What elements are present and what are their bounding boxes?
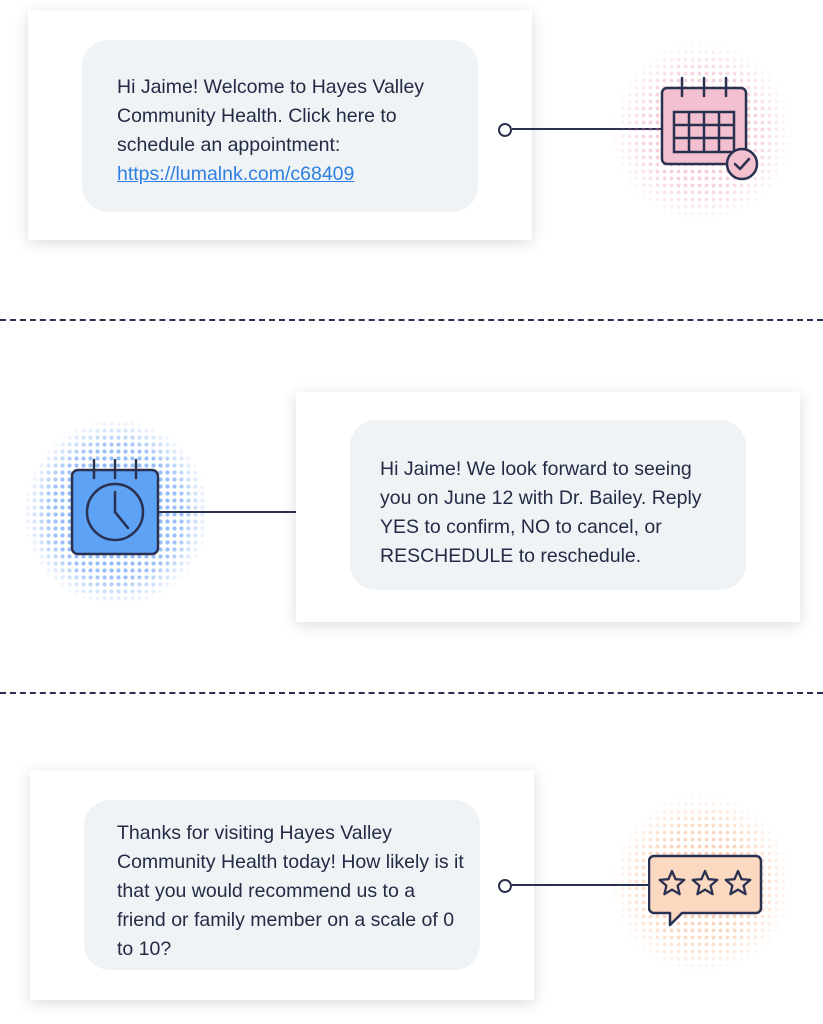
connector-dot-3: [498, 879, 512, 893]
connector-line-2: [158, 511, 322, 513]
message-bubble-reminder: Hi Jaime! We look forward to seeing you …: [350, 420, 746, 590]
calendar-check-icon: [660, 76, 759, 181]
section-divider-1: [0, 319, 823, 321]
rating-stars-icon: [648, 854, 763, 927]
schedule-link[interactable]: https://lumalnk.com/c68409: [117, 163, 355, 185]
connector-dot-1: [498, 123, 512, 137]
connector-line-1: [512, 128, 662, 130]
calendar-clock-icon: [70, 458, 160, 556]
message-text-welcome: Hi Jaime! Welcome to Hayes Valley Commun…: [117, 76, 425, 156]
connector-line-3: [512, 884, 652, 886]
message-text-reminder: Hi Jaime! We look forward to seeing you …: [380, 458, 702, 567]
message-text-survey: Thanks for visiting Hayes Valley Communi…: [117, 822, 464, 960]
message-bubble-welcome: Hi Jaime! Welcome to Hayes Valley Commun…: [82, 40, 478, 212]
section-divider-2: [0, 692, 823, 694]
message-bubble-survey: Thanks for visiting Hayes Valley Communi…: [84, 800, 480, 970]
